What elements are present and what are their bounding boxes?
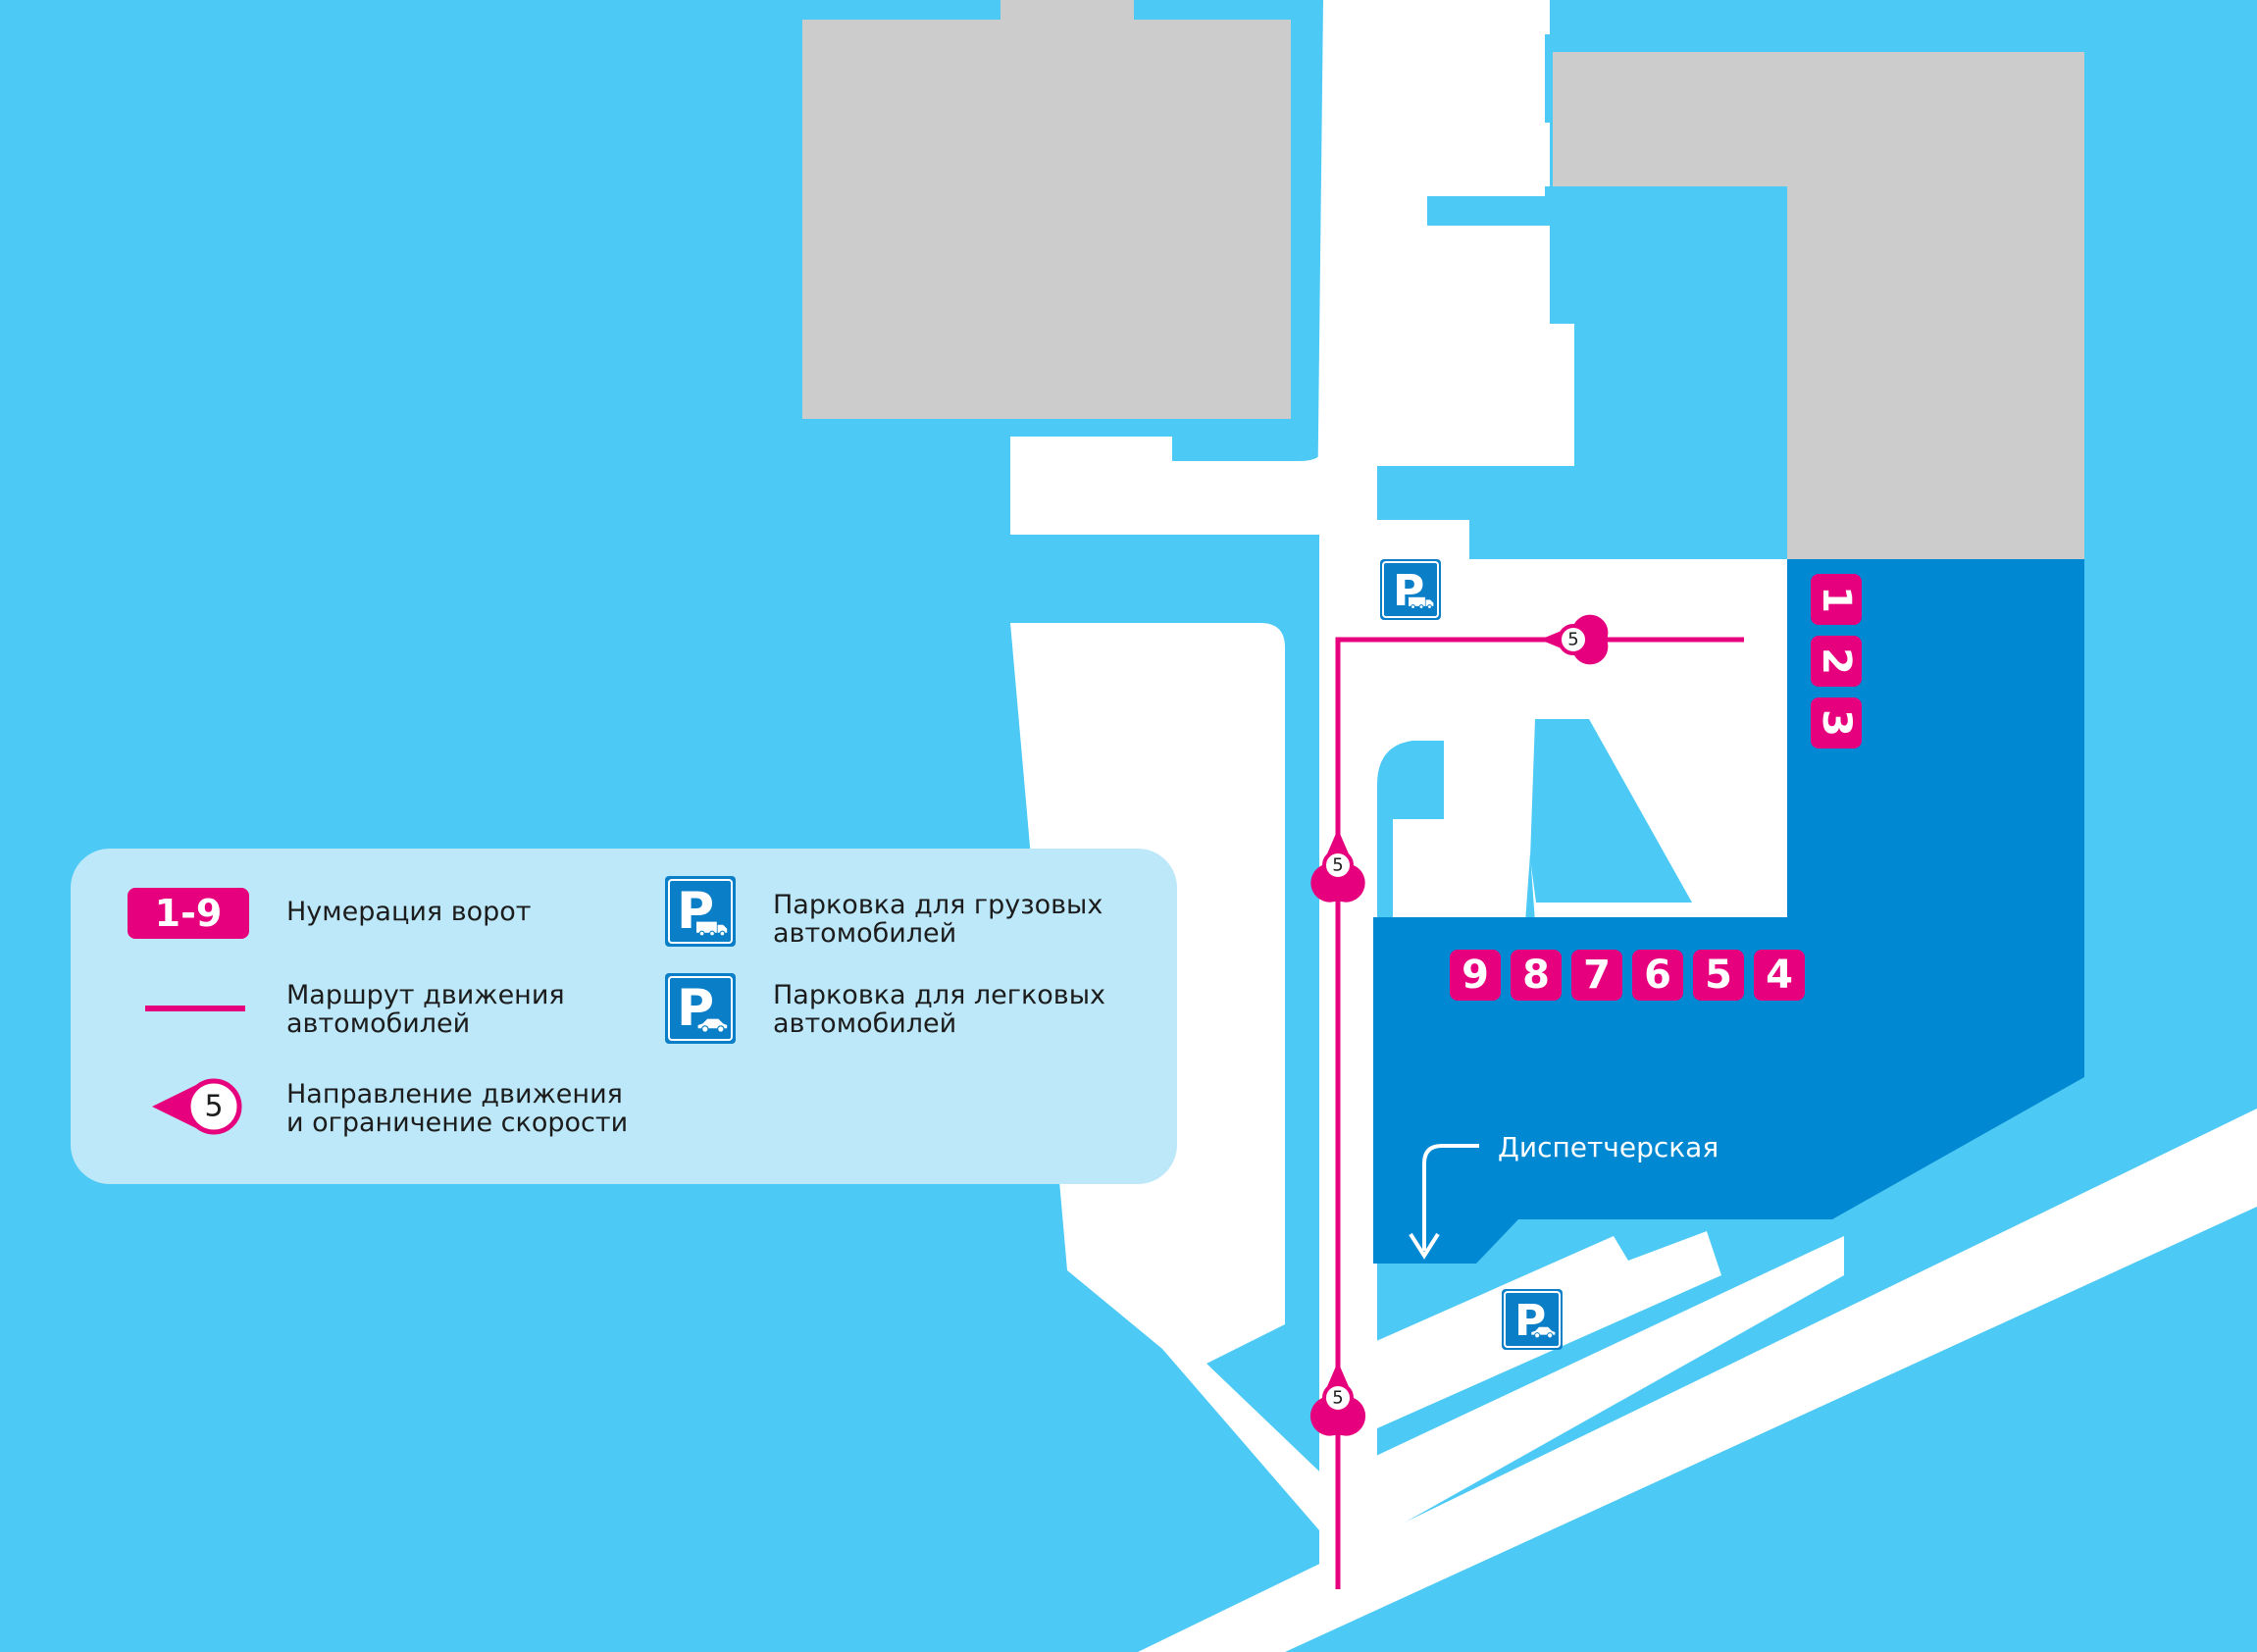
route-line (1335, 637, 1744, 1589)
legend-truck-parking: P Парковка для грузовых автомобилей (665, 876, 1103, 949)
legend-car-parking: P Парковка для легковых автомобилей (665, 973, 1105, 1044)
gate-badge[interactable]: 7 (1571, 950, 1622, 1001)
legend-gate-numbering: 1-9 Нумерация ворот (128, 888, 532, 939)
dispatcher-marker: Диспетчерская (1409, 1131, 1718, 1260)
bottom-diagonal-highway (1138, 1109, 2257, 1652)
svg-text:5: 5 (204, 1090, 223, 1124)
speed-marker-bottom: 5 (1309, 1362, 1366, 1436)
vehicle-route (1335, 637, 1744, 1589)
buildings (802, 0, 2084, 1264)
right-building (1553, 52, 2084, 559)
gate-badge[interactable]: 8 (1511, 950, 1562, 1001)
yard-cutout-right (1530, 719, 1692, 903)
svg-text:Парковка для грузовых: Парковка для грузовых (773, 890, 1103, 920)
svg-text:9: 9 (1462, 953, 1489, 998)
svg-text:автомобилей: автомобилей (773, 1008, 956, 1039)
svg-text:и ограничение скорости: и ограничение скорости (286, 1108, 628, 1138)
dispatcher-label: Диспетчерская (1498, 1131, 1718, 1163)
main-road-strip (1323, 0, 1377, 1579)
left-building-top (1000, 0, 1134, 20)
svg-text:автомобилей: автомобилей (286, 1008, 470, 1039)
svg-text:7: 7 (1583, 953, 1611, 998)
gates-bottom-row: 9 8 7 6 5 4 (1450, 950, 1805, 1001)
svg-text:4: 4 (1766, 953, 1793, 998)
gate-badge[interactable]: 4 (1754, 950, 1805, 1001)
legend-route: Маршрут движения автомобилей (145, 980, 565, 1039)
speed-limit-label: 5 (1567, 630, 1578, 650)
svg-text:6: 6 (1644, 953, 1671, 998)
gate-badge[interactable]: 5 (1693, 950, 1744, 1001)
parking-letter: P (1514, 1296, 1546, 1346)
svg-text:автомобилей: автомобилей (773, 918, 956, 949)
left-building (802, 20, 1291, 419)
svg-text:Маршрут движения: Маршрут движения (286, 980, 565, 1010)
yard-cutout-hook (1377, 741, 1444, 917)
speed-limit-label: 5 (1332, 855, 1343, 876)
speed-limit-label: 5 (1332, 1388, 1343, 1409)
svg-text:3: 3 (1814, 709, 1859, 737)
gates-right-column: 1 2 3 (1811, 574, 1862, 749)
speed-marker-top: 5 (1540, 614, 1609, 665)
gate-badge[interactable]: 1 (1811, 574, 1862, 625)
speed-marker-middle: 5 (1310, 829, 1365, 903)
arrow-down-icon (1422, 1144, 1479, 1251)
gate-badge-sample (128, 888, 249, 939)
gate-badge[interactable]: 9 (1450, 950, 1501, 1001)
svg-text:1-9: 1-9 (155, 892, 223, 935)
svg-text:2: 2 (1814, 647, 1859, 675)
legend-panel: 1-9 Нумерация ворот Маршрут движения авт… (71, 849, 1177, 1184)
gate-badge[interactable]: 6 (1632, 950, 1683, 1001)
gate-badge[interactable]: 2 (1811, 636, 1862, 687)
svg-text:Направление движения: Направление движения (286, 1079, 623, 1110)
svg-text:5: 5 (1705, 953, 1732, 998)
warehouse (1373, 559, 2084, 1264)
lower-left-connector (1162, 1349, 1319, 1530)
svg-text:Парковка для легковых: Парковка для легковых (773, 980, 1105, 1010)
legend-speed: 5 Направление движения и ограничение ско… (152, 1078, 628, 1138)
truck-parking-sign[interactable]: P (1380, 559, 1441, 620)
legend-gate-text: Нумерация ворот (286, 897, 532, 927)
roads (1010, 0, 2257, 1652)
gate-badge[interactable]: 3 (1811, 697, 1862, 749)
car-parking-sign[interactable]: P (1502, 1289, 1563, 1350)
svg-text:1: 1 (1814, 586, 1859, 613)
bottom-connector (1363, 1236, 1844, 1540)
svg-text:8: 8 (1522, 953, 1550, 998)
left-yard-road (1010, 437, 1323, 535)
